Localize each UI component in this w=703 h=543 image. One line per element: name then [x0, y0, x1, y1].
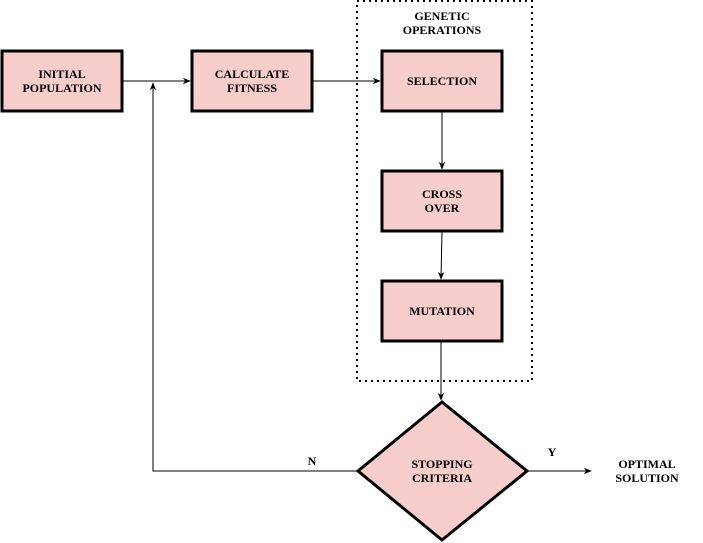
- stopping-criteria-diamond[interactable]: [355, 400, 530, 542]
- calculate-fitness-label: CALCULATE FITNESS: [214, 67, 290, 95]
- group-title-genetic-operations: GENETIC OPERATIONS: [402, 9, 482, 37]
- edge-criteria-no-loop: [149, 82, 358, 472]
- genetic-operations-group: [356, 0, 533, 382]
- mutation-box[interactable]: [380, 279, 504, 343]
- edge-label-yes: Y: [547, 445, 557, 459]
- initial-population-box[interactable]: [0, 49, 124, 113]
- cross-over-box[interactable]: [380, 169, 504, 233]
- initial-population-label: INITIAL POPULATION: [22, 67, 102, 95]
- selection-label: SELECTION: [406, 74, 478, 88]
- edge-label-no: N: [307, 454, 317, 468]
- stopping-criteria-label: STOPPING CRITERIA: [411, 457, 473, 485]
- optimal-solution-label: OPTIMAL SOLUTION: [615, 457, 679, 485]
- mutation-label: MUTATION: [409, 304, 475, 318]
- cross-over-label: CROSS OVER: [421, 187, 462, 215]
- edge-crossover-to-mutation: [437, 230, 445, 280]
